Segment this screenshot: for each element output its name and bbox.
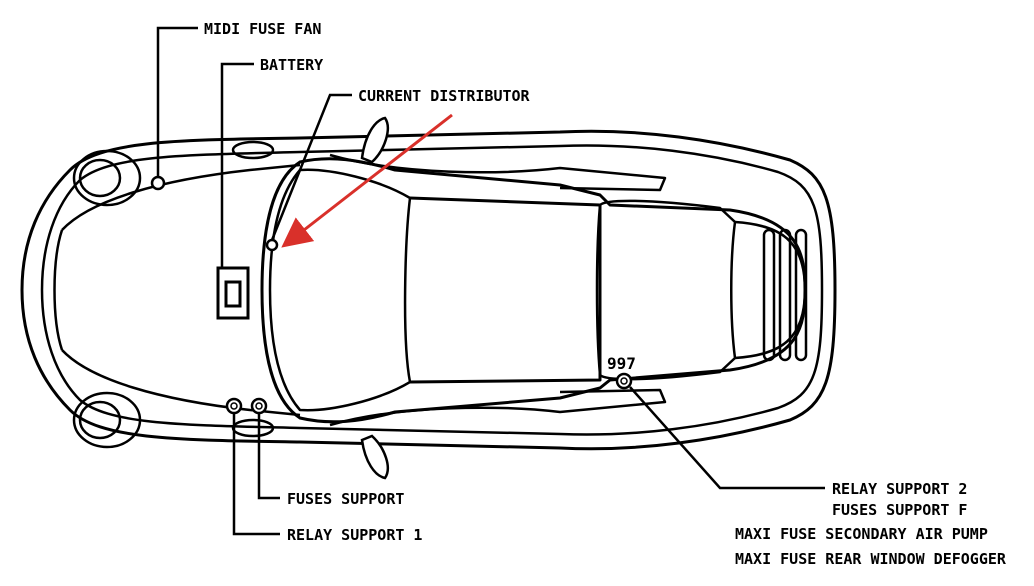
rear-window xyxy=(595,199,737,381)
midi-fuse-fan-point xyxy=(150,175,166,191)
leader-current-distributor xyxy=(270,93,352,241)
relay-support-1-inner xyxy=(230,402,238,410)
headlight-top-lens xyxy=(78,158,122,198)
red-arrow xyxy=(281,113,453,248)
label-fuses-support: FUSES SUPPORT xyxy=(287,490,404,508)
relay-support-1-point xyxy=(225,397,243,415)
cabin-outline xyxy=(260,157,807,424)
label-fuses-support-f: FUSES SUPPORT F xyxy=(832,501,967,519)
rear-relay-point xyxy=(615,372,633,390)
vent-3 xyxy=(794,228,808,362)
roof-panel xyxy=(409,196,602,384)
connection-points xyxy=(150,175,633,415)
label-model: 997 xyxy=(607,354,636,373)
side-line-bottom xyxy=(329,388,667,427)
leader-battery xyxy=(220,62,254,268)
label-midi-fuse-fan: MIDI FUSE FAN xyxy=(204,20,321,38)
side-indicator-top xyxy=(231,140,275,160)
label-maxi-fuse-air-pump: MAXI FUSE SECONDARY AIR PUMP xyxy=(735,525,988,543)
leader-lines xyxy=(156,26,825,536)
vent-2 xyxy=(778,228,792,362)
label-relay-support-1: RELAY SUPPORT 1 xyxy=(287,526,422,544)
connection-points-inner xyxy=(230,377,628,410)
leader-rear-relay xyxy=(629,386,825,490)
label-battery: BATTERY xyxy=(260,56,323,74)
labels: MIDI FUSE FAN BATTERY CURRENT DISTRIBUTO… xyxy=(204,20,1007,568)
car-body-outer xyxy=(20,129,837,451)
fuses-support-point xyxy=(250,397,268,415)
car-outline xyxy=(20,129,837,451)
label-relay-support-2: RELAY SUPPORT 2 xyxy=(832,480,967,498)
leader-relay-support-1 xyxy=(232,413,280,536)
current-distributor-point xyxy=(265,238,279,252)
windshield xyxy=(268,168,412,412)
car-body-inner xyxy=(40,144,824,436)
headlight-top xyxy=(72,149,142,207)
leader-fuses-support xyxy=(257,413,280,500)
battery-component xyxy=(216,266,250,320)
battery-box xyxy=(216,266,250,320)
headlight-bottom xyxy=(72,391,142,449)
mirror-bottom xyxy=(360,434,389,480)
label-current-distributor: CURRENT DISTRIBUTOR xyxy=(358,87,531,105)
mirror-top xyxy=(360,116,389,164)
mirrors xyxy=(360,116,389,480)
battery-terminal xyxy=(224,280,242,308)
rear-relay-inner xyxy=(620,377,628,385)
label-maxi-fuse-defogger: MAXI FUSE REAR WINDOW DEFOGGER xyxy=(735,550,1007,568)
vent-1 xyxy=(762,228,776,362)
leader-midi-fuse-fan xyxy=(156,26,198,177)
headlights xyxy=(72,140,275,449)
headlight-bottom-lens xyxy=(78,400,122,440)
side-line-top xyxy=(329,153,667,192)
fuses-support-inner xyxy=(255,402,263,410)
engine-vents xyxy=(762,228,808,362)
